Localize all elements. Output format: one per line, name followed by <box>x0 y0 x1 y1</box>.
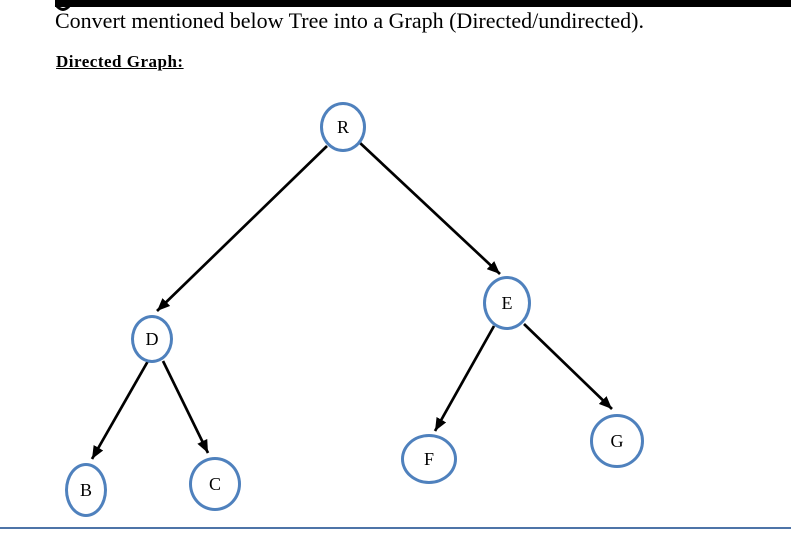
bottom-divider-line <box>0 527 791 529</box>
edge-E-F <box>433 325 496 432</box>
node-R: R <box>320 102 366 152</box>
edge-E-G <box>523 323 613 410</box>
edge-D-C <box>161 360 210 454</box>
node-F: F <box>401 434 457 484</box>
node-E: E <box>483 276 531 330</box>
node-label-R: R <box>336 117 349 137</box>
edge-D-B <box>90 360 150 460</box>
graph-edges <box>90 141 613 460</box>
edge-R-D <box>156 145 328 312</box>
node-label-B: B <box>79 480 92 500</box>
section-heading: Directed Graph: <box>56 52 184 71</box>
node-label-E: E <box>501 293 513 313</box>
node-D: D <box>131 315 173 363</box>
cropped-letter-fragment <box>54 4 72 11</box>
question-text: Convert mentioned below Tree into a Grap… <box>55 8 644 33</box>
top-black-bar <box>55 0 791 7</box>
node-C: C <box>189 457 241 511</box>
node-label-D: D <box>145 329 159 349</box>
node-label-C: C <box>208 474 221 494</box>
node-B: B <box>65 463 107 517</box>
edge-R-E <box>358 141 501 275</box>
node-G: G <box>590 414 644 468</box>
node-label-G: G <box>610 431 624 451</box>
node-label-F: F <box>423 449 434 469</box>
